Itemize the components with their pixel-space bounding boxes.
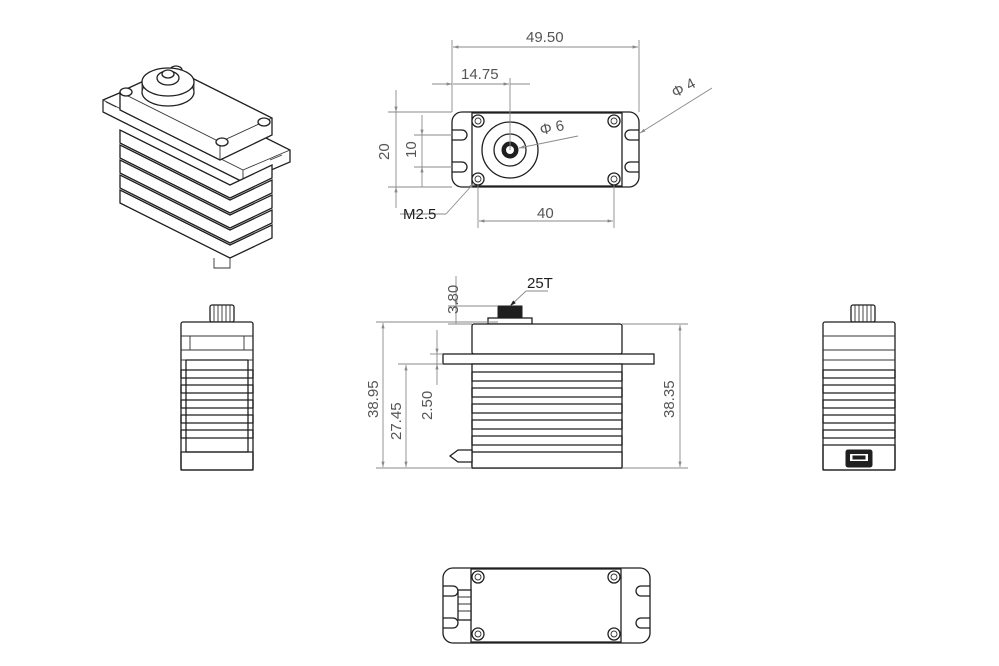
- right-fins: [822, 369, 896, 439]
- cable-exit: [448, 449, 473, 463]
- dim-mount-height: 20: [376, 143, 393, 160]
- isometric-view: [102, 65, 291, 269]
- left-side-view: [180, 304, 254, 471]
- top-view-case: [471, 112, 623, 187]
- left-slot-bottom: [452, 161, 468, 173]
- left-slot-top: [452, 129, 468, 141]
- bottom-screws: [471, 570, 621, 641]
- front-view: 3.80 25T 38.95 27.45 2.50 38.35: [365, 275, 688, 469]
- top-view: 49.50 14.75 Φ 4 Φ 6 20 10 M2.5: [376, 29, 713, 228]
- bottom-view: [442, 567, 651, 644]
- dim-screw-thread: M2.5: [403, 206, 436, 223]
- top-view-flange: [451, 111, 640, 188]
- dim-body-height: 38.35: [661, 380, 678, 418]
- front-flange: [442, 353, 655, 365]
- right-side-view: [822, 304, 896, 471]
- dim-spline-teeth: 25T: [527, 275, 553, 292]
- dim-total-height: 38.95: [365, 380, 382, 418]
- dim-hole-diameter: Φ 4: [669, 75, 699, 102]
- dim-horn-diameter: Φ 6: [538, 117, 565, 139]
- front-fins: [471, 371, 623, 446]
- dim-overall-width: 49.50: [526, 29, 564, 46]
- dim-slot-height: 10: [403, 141, 420, 158]
- dim-hole-spacing: 40: [537, 205, 554, 222]
- bottom-cable-exit: [457, 589, 472, 621]
- dim-hole-offset: 14.75: [461, 66, 499, 83]
- right-slot-bottom: [624, 161, 639, 173]
- right-slot-top: [624, 129, 639, 141]
- dim-flange-height: 27.45: [388, 402, 405, 440]
- front-top-case: [471, 323, 623, 355]
- dim-spline-height: 3.80: [445, 285, 462, 314]
- left-fins: [180, 369, 254, 439]
- connector-port-icon: [845, 449, 873, 468]
- dim-flange-thickness: 2.50: [419, 391, 436, 420]
